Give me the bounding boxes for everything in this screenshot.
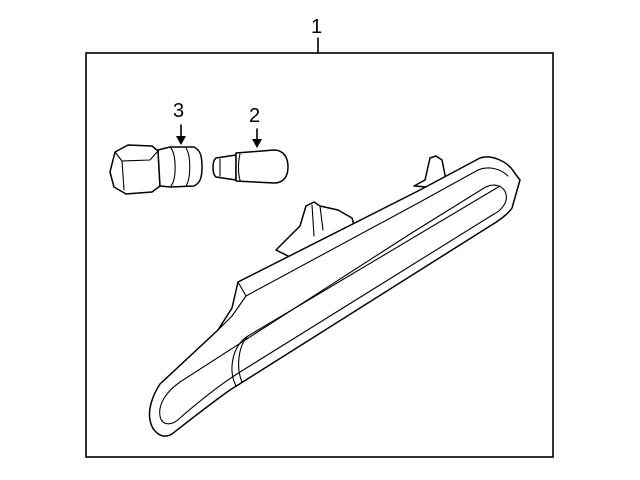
bulb-base bbox=[212, 154, 237, 181]
socket-barrel-ridge bbox=[170, 147, 176, 187]
lamp-left-rim bbox=[217, 295, 247, 331]
callout-2-arrowhead bbox=[252, 139, 262, 148]
assembly-frame bbox=[85, 52, 554, 458]
lamp-tab-edge-2 bbox=[319, 205, 324, 231]
lamp-housing bbox=[148, 156, 521, 437]
callout-3-arrowhead bbox=[176, 136, 186, 145]
callout-1-label: 1 bbox=[311, 16, 322, 38]
lamp-lens-end-inner bbox=[238, 335, 249, 383]
socket-barrel-ridge-2 bbox=[185, 147, 191, 187]
bulb-socket-part-3 bbox=[109, 144, 203, 195]
socket-body bbox=[109, 144, 161, 195]
callout-2: 2 bbox=[249, 105, 262, 148]
callout-1: 1 bbox=[311, 16, 322, 54]
socket-edge-2 bbox=[121, 150, 159, 162]
side-marker-lamp-part-1 bbox=[148, 155, 521, 437]
bulb-glass-neck bbox=[237, 153, 241, 181]
callout-3-label: 3 bbox=[173, 100, 184, 122]
lamp-tab-edge bbox=[311, 204, 315, 237]
bulb-glass bbox=[235, 149, 289, 184]
socket-barrel bbox=[157, 146, 203, 188]
lamp-top-rim bbox=[237, 167, 509, 297]
wedge-bulb-part-2 bbox=[212, 149, 289, 184]
callout-2-label: 2 bbox=[249, 105, 260, 127]
callout-3: 3 bbox=[173, 100, 186, 145]
lamp-lens-outline bbox=[159, 184, 507, 425]
